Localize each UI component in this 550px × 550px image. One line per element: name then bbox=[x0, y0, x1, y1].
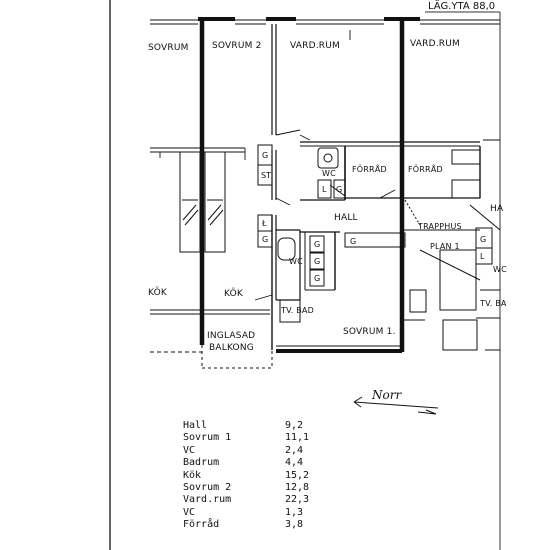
kitchen-windows bbox=[150, 147, 270, 315]
table-row: Hall 9,2 bbox=[183, 420, 323, 432]
room-name: VC bbox=[183, 444, 196, 456]
fixture-g-3: G bbox=[314, 240, 320, 249]
top-wall bbox=[150, 17, 500, 25]
fixture-s-1: G bbox=[262, 235, 268, 244]
room-area: 22,3 bbox=[285, 494, 310, 506]
room-sovrum1-label: SOVRUM 1. bbox=[343, 327, 396, 337]
fixture-lk-1: Ł bbox=[261, 219, 267, 228]
north-arrow-shaft bbox=[353, 401, 439, 409]
table-row: VC 2,4 bbox=[183, 445, 323, 457]
room-area: 1,3 bbox=[285, 506, 304, 518]
room-vardrum-right-label: VARD.RUM bbox=[410, 39, 460, 49]
fixture-l-1: L bbox=[322, 185, 327, 194]
fixture-labels: G ST Ł G L G G G G G G L bbox=[261, 151, 486, 283]
door-swings bbox=[159, 30, 396, 312]
table-row: Sovrum 2 12,8 bbox=[183, 482, 323, 494]
room-forrad1-label: FÖRRÅD bbox=[352, 163, 387, 174]
room-area: 2,4 bbox=[285, 444, 304, 456]
fixture-g-5: G bbox=[314, 274, 320, 283]
balcony-label-line1: INGLASAD bbox=[207, 331, 255, 341]
table-row: Förråd 3,8 bbox=[183, 519, 323, 531]
room-sovrum2-label: SOVRUM 2 bbox=[212, 41, 262, 51]
area-header: LÄG.YTA 88,0 bbox=[428, 0, 508, 14]
room-plan-label: PLAN 1 bbox=[430, 242, 460, 251]
room-vardrum-label: VARD.RUM bbox=[290, 41, 340, 51]
room-name: Sovrum 1 bbox=[183, 432, 232, 444]
room-area: 4,4 bbox=[285, 457, 304, 469]
fixture-g-7: G bbox=[480, 235, 486, 244]
table-row: Kök 15,2 bbox=[183, 470, 323, 482]
room-sovrum-left-label: SOVRUM bbox=[148, 43, 189, 53]
room-name: Förråd bbox=[183, 519, 220, 531]
north-label: Norr bbox=[372, 388, 402, 402]
room-wc2-label: WC bbox=[289, 257, 303, 266]
balcony-outline bbox=[150, 345, 273, 369]
room-area: 9,2 bbox=[285, 420, 304, 431]
room-name: Vard.rum bbox=[183, 494, 232, 506]
room-trapphus-label: TRAPPHUS bbox=[417, 222, 462, 231]
room-tvbad-right-label: TV. BA bbox=[479, 299, 507, 308]
fixture-g-6: G bbox=[350, 237, 356, 246]
room-wc1-label: WC bbox=[322, 169, 336, 178]
room-hall-label: HALL bbox=[334, 213, 358, 223]
room-name: Kök bbox=[183, 469, 202, 481]
stairwell bbox=[402, 139, 501, 351]
fixture-g-4: G bbox=[314, 257, 320, 266]
room-forrad2-label: FÖRRÅD bbox=[408, 163, 443, 174]
fixture-g-2: G bbox=[336, 185, 342, 194]
balcony-label-line2: BALKONG bbox=[209, 343, 254, 353]
room-labels: SOVRUM SOVRUM 2 VARD.RUM VARD.RUM FÖRRÅD… bbox=[148, 39, 507, 353]
room-area: 11,1 bbox=[285, 432, 310, 444]
table-row: Sovrum 1 11,1 bbox=[183, 432, 323, 444]
area-table: Hall 9,2 Sovrum 1 11,1 VC 2,4 Badrum 4,4 Kök… bbox=[183, 420, 323, 532]
room-name: Hall bbox=[183, 420, 208, 431]
north-arrow-head bbox=[353, 396, 363, 408]
room-area: 15,2 bbox=[285, 469, 310, 481]
room-name: Sovrum 2 bbox=[183, 481, 232, 493]
fixture-l-2: L bbox=[480, 252, 485, 261]
room-tvbad-label: TV. BAD bbox=[280, 306, 314, 315]
north-arrow-tail bbox=[417, 409, 437, 415]
room-kok-label: KÖK bbox=[224, 288, 244, 299]
table-row: VC 1,3 bbox=[183, 507, 323, 519]
fixture-g-1: G bbox=[262, 151, 268, 160]
room-wc-right-label: WC bbox=[493, 265, 507, 274]
table-row: Badrum 4,4 bbox=[183, 457, 323, 469]
total-area-label: LÄG.YTA 88,0 bbox=[428, 1, 496, 12]
fixture-st: ST bbox=[261, 171, 271, 180]
room-hall-right-label: HA bbox=[490, 204, 504, 214]
north-arrow: Norr bbox=[348, 388, 443, 418]
table-row: Vard.rum 22,3 bbox=[183, 494, 323, 506]
room-name: Badrum bbox=[183, 457, 220, 469]
room-area: 12,8 bbox=[285, 481, 310, 493]
room-area: 3,8 bbox=[285, 519, 304, 531]
room-kok-left-label: KÖK bbox=[148, 287, 168, 298]
room-name: VC bbox=[183, 506, 196, 518]
